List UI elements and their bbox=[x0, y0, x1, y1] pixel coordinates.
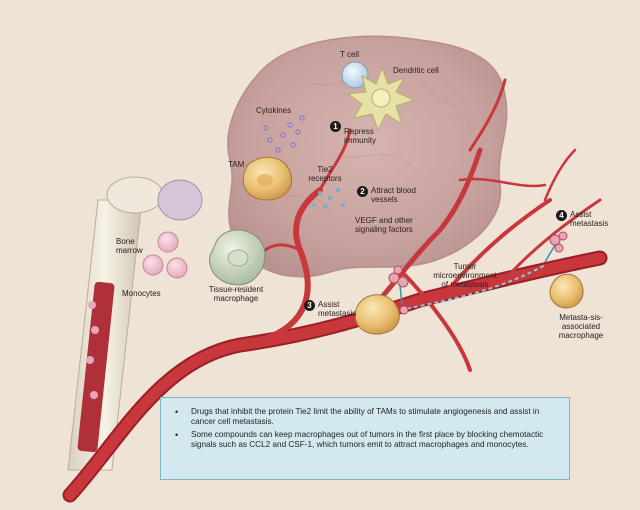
label-dendritic-cell: Dendritic cell bbox=[393, 66, 439, 75]
marrow-cavity bbox=[77, 281, 115, 453]
label-t-cell: T cell bbox=[340, 50, 359, 59]
step-text: Repress immunity bbox=[344, 127, 377, 145]
tumor-cell-cluster bbox=[388, 265, 409, 315]
arrow-down-icon bbox=[399, 284, 403, 306]
info-bullet-list: Drugs that inhibit the protein Tie2 limi… bbox=[173, 407, 559, 451]
info-bullet: Drugs that inhibit the protein Tie2 limi… bbox=[175, 407, 559, 428]
label-tam: TAM bbox=[228, 160, 245, 169]
info-bullet: Some compounds can keep macrophages out … bbox=[175, 430, 559, 451]
step-4: 4 Assist metastasis bbox=[556, 210, 614, 228]
tumor-cell-cluster bbox=[549, 231, 568, 253]
dendritic-cell bbox=[346, 66, 416, 132]
tissue-resident-macrophage bbox=[209, 229, 266, 286]
label-tie2-receptors: Tie2 receptors bbox=[308, 165, 342, 183]
step-number: 4 bbox=[556, 210, 567, 221]
tam-cell-metastasis bbox=[354, 294, 400, 335]
tumor-capillaries bbox=[269, 79, 471, 211]
tam-cell bbox=[242, 156, 292, 201]
t-cell bbox=[341, 61, 369, 89]
label-cytokines: Cytokines bbox=[256, 106, 292, 115]
vegf-signaling-factors bbox=[312, 188, 345, 209]
step-number: 2 bbox=[357, 186, 368, 197]
step-number: 3 bbox=[304, 300, 315, 311]
marrow-monocyte bbox=[86, 356, 94, 364]
label-tissue-resident-macrophage: Tissue-resident macrophage bbox=[208, 285, 264, 303]
step-number: 1 bbox=[330, 121, 341, 132]
step-text: Assist metastasis bbox=[318, 300, 357, 318]
label-vegf: VEGF and other signaling factors bbox=[355, 216, 413, 234]
metastasis-associated-macrophage bbox=[549, 273, 584, 309]
blood-vessels bbox=[62, 78, 608, 503]
cytokine-particles bbox=[263, 115, 305, 153]
metastasis-route bbox=[399, 264, 546, 311]
step-1: 1 Repress immunity bbox=[330, 121, 384, 145]
marrow-monocyte bbox=[88, 301, 96, 309]
monocytes bbox=[142, 231, 188, 279]
info-box: Drugs that inhibit the protein Tie2 limi… bbox=[160, 397, 570, 480]
label-bone-marrow: Bone marrow bbox=[116, 237, 143, 255]
label-monocytes: Monocytes bbox=[122, 289, 161, 298]
label-metastasis-associated-macrophage: Metasta-sis-associated macrophage bbox=[558, 313, 604, 340]
marrow-monocyte bbox=[91, 326, 99, 334]
bone-joint bbox=[157, 179, 203, 221]
marrow-monocyte bbox=[90, 391, 98, 399]
step-3: 3 Assist metastasis bbox=[304, 300, 358, 318]
arrow-up-icon bbox=[544, 244, 556, 263]
step-text: Assist metastasis bbox=[570, 210, 609, 228]
bone bbox=[67, 176, 203, 471]
step-2: 2 Attract blood vessels bbox=[357, 186, 429, 204]
step-text: Attract blood vessels bbox=[371, 186, 416, 204]
label-tumor-microenvironment: Tumor microenvironment of metastasis bbox=[433, 262, 497, 289]
